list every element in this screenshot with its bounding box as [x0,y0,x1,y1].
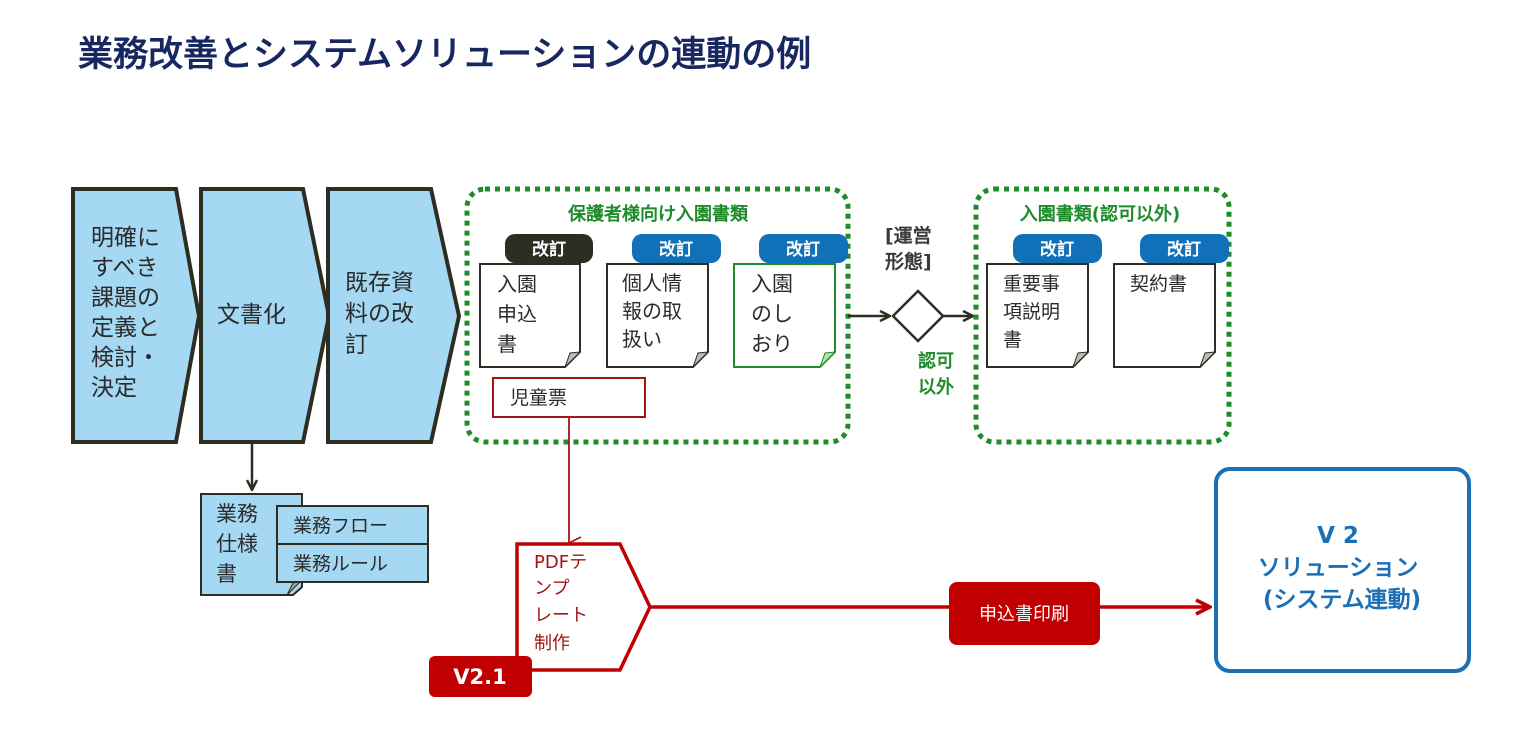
revision-badge [1013,234,1102,263]
doc-personal-info-handling: 改訂 個人情 報の取 扱い [606,234,721,368]
doc-enrollment-application: 改訂 入園 申込 書 [479,234,593,368]
group-title: 入園書類(認可以外) [1020,203,1180,225]
page-curl-icon [692,351,710,368]
page-curl-icon [1072,351,1090,368]
decision-operation-type: [運営 形態] 認可 以外 [885,224,960,398]
doc-child-record: 児童票 [492,377,646,418]
svg-text:申込書印刷: 申込書印刷 [979,604,1069,625]
svg-text:入園 のし おり: 入園 のし おり [751,272,800,356]
step-pdf-template: PDFテ ンプ レート 制作 V2.1 [429,542,652,697]
business-spec-document: 業務 仕様 書 業務フロー 業務ルール [200,493,429,596]
revision-badge [1140,234,1229,263]
svg-text:重要事 項説明 書: 重要事 項説明 書 [1003,273,1066,351]
revision-badge [505,234,593,263]
group-other-documents: 入園書類(認可以外) 改訂 重要事 項説明 書 改訂 契約書 [973,186,1232,445]
svg-text:入園 申込 書: 入園 申込 書 [497,272,543,356]
svg-text:PDFテ ンプ レート: PDFテ ンプ レート 制作 [534,552,594,654]
revision-badge [632,234,721,263]
page-curl-icon [564,351,582,368]
solution-label: V 2 ソリューション (システム連動) [1258,523,1427,613]
spec-item-flow-label: 業務フロー [293,515,388,537]
step-label: 文書化 [217,302,286,328]
step-label: 既存資 料の改 訂 [345,270,421,358]
page-curl-icon [1199,351,1217,368]
svg-text:個人情 報の取 扱い: 個人情 報の取 扱い [622,271,688,351]
doc-enrollment-guide: 改訂 入園 のし おり [733,234,848,368]
print-application-label: 申込書印刷 [949,582,1100,645]
svg-text:児童票: 児童票 [510,387,567,409]
spec-item-rules-label: 業務ルール [293,553,388,575]
svg-text:改訂: 改訂 [1167,239,1201,260]
spec-label: 業務 仕様 書 [216,502,265,586]
doc-contract: 改訂 契約書 [1113,234,1229,368]
svg-text:改訂: 改訂 [659,239,693,260]
group-title: 保護者様向け入園書類 [567,203,749,225]
revision-badge [759,234,848,263]
svg-text:改訂: 改訂 [786,239,820,260]
decision-diamond [891,289,945,343]
step-define-issues: 明確に すべき 課題の 定義と 検討・ 決定 [71,187,202,444]
step-revise-materials: 既存資 料の改 訂 [326,187,462,444]
svg-text:改訂: 改訂 [532,239,566,260]
spec-item-rules [276,543,429,583]
group-parent-documents: 保護者様向け入園書類 改訂 入園 申込 書 改訂 個人情 報の取 扱い [464,186,851,445]
step-documentation: 文書化 [199,187,332,444]
svg-text:契約書: 契約書 [1130,273,1187,295]
branch-label: 認可 以外 [918,350,960,398]
doc-important-matters: 改訂 重要事 項説明 書 [986,234,1102,368]
solution-box: V 2 ソリューション (システム連動) [1214,467,1471,673]
step-label: 明確に すべき 課題の 定義と 検討・ 決定 [91,225,167,401]
svg-text:改訂: 改訂 [1040,239,1074,260]
decision-label: [運営 形態] [885,224,938,273]
page-title: 業務改善とシステムソリューションの連動の例 [78,35,812,75]
spec-item-flow [276,505,429,545]
version-badge [429,656,532,697]
version-badge-label: V2.1 [453,665,506,689]
page-curl-icon [819,351,837,368]
